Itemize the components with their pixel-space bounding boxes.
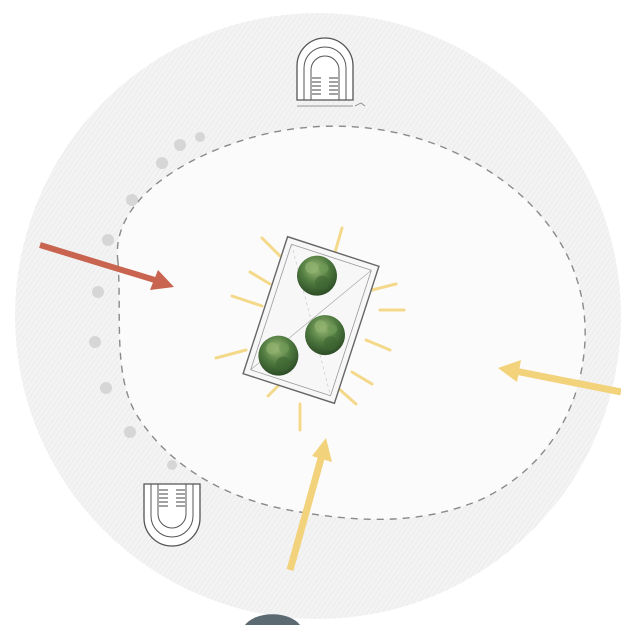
sun-ray — [332, 226, 344, 258]
bollard — [156, 157, 168, 169]
bollard — [92, 286, 104, 298]
north-stair-pavilion — [296, 37, 366, 107]
sun-ray — [230, 294, 264, 308]
tree-middle — [305, 315, 346, 356]
bollard — [174, 139, 186, 151]
bollard — [100, 382, 112, 394]
sun-ray — [214, 348, 248, 360]
sun-rays — [214, 226, 406, 432]
bottom-corner-mark — [245, 614, 300, 625]
dashed-boundary-line — [116, 125, 586, 521]
sun-ray — [248, 270, 272, 286]
north-stair-treads — [312, 77, 338, 95]
bollard-row — [89, 132, 205, 470]
sun-ray — [370, 282, 398, 292]
tree-south — [258, 335, 299, 376]
bollard — [126, 194, 138, 206]
bollard — [124, 426, 136, 438]
bollard — [102, 234, 114, 246]
sun-ray — [350, 370, 374, 386]
southwest-stair-treads — [159, 489, 185, 507]
southwest-stair-pavilion — [143, 483, 201, 547]
central-planter — [242, 235, 380, 405]
sun-ray — [260, 236, 284, 260]
tree-north — [296, 255, 337, 296]
sun-ray — [364, 338, 392, 352]
secondary-entry-arrow-east — [498, 360, 621, 396]
sun-ray — [336, 386, 358, 406]
bollard — [195, 132, 205, 142]
secondary-entry-arrow-south — [286, 438, 332, 571]
bollard — [89, 336, 101, 348]
bollard — [167, 460, 177, 470]
primary-entry-arrow-west — [39, 242, 174, 290]
